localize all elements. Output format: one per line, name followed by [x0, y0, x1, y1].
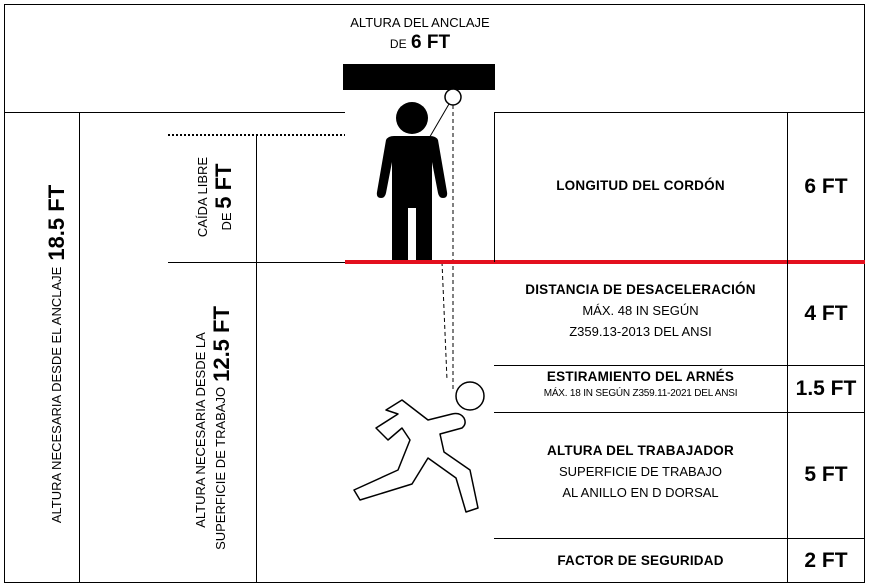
work-surface-value: 12.5 FT: [208, 306, 234, 382]
anchor-title-line1: ALTURA DEL ANCLAJE: [350, 15, 490, 30]
row-deceleration-value: 4 FT: [804, 301, 848, 325]
left-column-label-text: ALTURA NECESARIA DESDE EL ANCLAJE: [48, 266, 64, 524]
row-lanyard-length: LONGITUD DEL CORDÓN: [494, 176, 787, 197]
lanyard-line: [427, 103, 450, 141]
row-worker-height-title: ALTURA DEL TRABAJADOR: [547, 443, 734, 458]
left-column-label: ALTURA NECESARIA DESDE EL ANCLAJE 18.5 F…: [37, 148, 77, 560]
drop-dashed-line-2: [441, 261, 448, 381]
free-fall-bottom-line: [168, 262, 345, 263]
left-column-divider: [79, 112, 80, 583]
free-fall-label-line1: CAÍDA LIBRE: [195, 156, 210, 238]
row-divider-3: [494, 412, 865, 413]
row-deceleration: DISTANCIA DE DESACELERACIÓN MÁX. 48 IN S…: [494, 279, 787, 342]
row-deceleration-line2: Z359.13-2013 DEL ANSI: [569, 323, 712, 339]
row-lanyard-length-value: 6 FT: [804, 175, 848, 198]
row-safety-factor-title: FACTOR DE SEGURIDAD: [557, 553, 724, 568]
row-harness-stretch-value: 1.5 FT: [795, 376, 857, 400]
row-worker-height-value: 5 FT: [804, 463, 848, 486]
left-column-value: 18.5 FT: [44, 184, 70, 261]
row-worker-height-line2: AL ANILLO EN D DORSAL: [562, 484, 719, 500]
anchor-title: ALTURA DEL ANCLAJE DE 6 FT: [345, 15, 495, 54]
diagram-frame: [4, 4, 865, 583]
work-surface-label-line2: SUPERFICIE DE TRABAJO: [213, 386, 229, 550]
anchor-title-prefix: DE: [389, 37, 407, 51]
table-left-border: [494, 112, 495, 262]
row-safety-factor: FACTOR DE SEGURIDAD: [494, 551, 787, 572]
work-surface-label: ALTURA NECESARIA DESDE LA SUPERFICIE DE …: [193, 285, 242, 571]
row-deceleration-line1: MÁX. 48 IN SEGÚN: [582, 302, 699, 318]
row-worker-height-line1: SUPERFICIE DE TRABAJO: [558, 463, 722, 479]
row-divider-4: [494, 538, 865, 539]
anchor-beam: [343, 64, 495, 90]
row-lanyard-length-title: LONGITUD DEL CORDÓN: [556, 178, 725, 193]
free-fall-label: CAÍDA LIBRE DE 5 FT: [195, 135, 240, 259]
work-surface-label-line1: ALTURA NECESARIA DESDE LA: [193, 332, 208, 528]
anchor-title-value: 6 FT: [411, 32, 451, 53]
header-divider: [4, 112, 345, 113]
free-fall-value: 5 FT: [210, 163, 236, 209]
row-divider-2: [494, 365, 865, 366]
row-harness-stretch-line1: MÁX. 18 IN SEGÚN Z359.11-2021 DEL ANSI: [543, 387, 738, 399]
standing-worker-icon: [376, 102, 448, 260]
value-column-divider: [787, 112, 788, 583]
header-divider-right: [494, 112, 865, 113]
falling-worker-icon: [353, 381, 485, 513]
row-harness-stretch: ESTIRAMIENTO DEL ARNÉS MÁX. 18 IN SEGÚN …: [494, 368, 787, 401]
free-fall-label-prefix: DE: [218, 212, 234, 231]
row-harness-stretch-title: ESTIRAMIENTO DEL ARNÉS: [546, 369, 735, 384]
row-worker-height: ALTURA DEL TRABAJADOR SUPERFICIE DE TRAB…: [494, 440, 787, 503]
anchor-ring-icon: [444, 87, 462, 106]
row-deceleration-title: DISTANCIA DE DESACELERACIÓN: [525, 282, 756, 297]
row-safety-factor-value: 2 FT: [804, 548, 848, 572]
free-fall-divider: [256, 135, 257, 583]
